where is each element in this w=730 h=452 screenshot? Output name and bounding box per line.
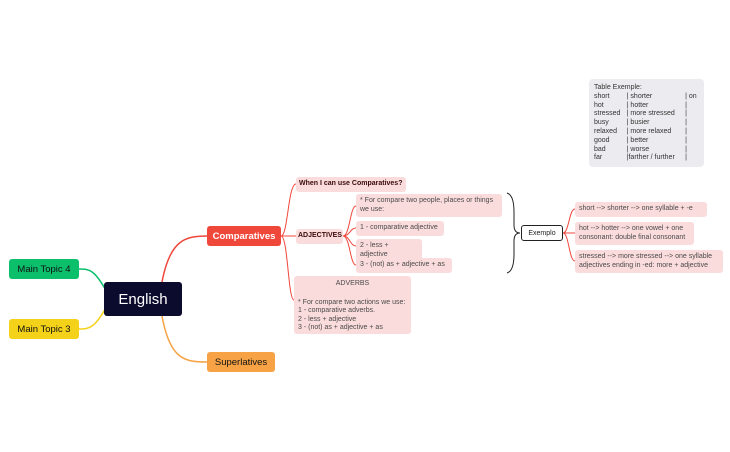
exemplo-item-2[interactable]: hot --> hotter --> one vowel + one conso… <box>575 222 694 245</box>
table-example-cell: | <box>685 119 687 127</box>
adverbs-line-4: 3 - (not) as + adjective + as <box>298 324 383 331</box>
link-superlatives <box>161 315 208 363</box>
link-adverbs <box>280 235 295 301</box>
table-example-cell: stressed <box>594 110 621 118</box>
adverbs-title: ADVERBS <box>335 280 370 287</box>
table-example-cell: | <box>685 145 687 153</box>
adjective-item-3-text: 2 - less + adjective <box>360 242 389 258</box>
exemplo-item-1[interactable]: short --> shorter --> one syllable + -e <box>575 202 707 217</box>
adjective-item-3[interactable]: 2 - less + adjective <box>356 239 422 262</box>
subtopic-when[interactable]: When I can use Comparatives? <box>296 177 406 192</box>
adjective-item-2-text: 1 - comparative adjective <box>360 224 438 231</box>
table-example-row: short | shorter | on <box>594 93 699 102</box>
main-topic-3[interactable]: Main Topic 3 <box>9 319 79 339</box>
adjective-item-1[interactable]: * For compare two people, places or thin… <box>356 194 502 217</box>
link-ex-item3 <box>562 232 576 262</box>
link-adj-item4 <box>342 235 357 266</box>
table-example-cell: bad <box>594 145 606 153</box>
table-example-row: stressed | more stressed | <box>594 110 699 119</box>
table-example-row: relaxed | more relaxed | <box>594 128 699 137</box>
table-example-cell: good <box>594 136 610 144</box>
main-topic-4[interactable]: Main Topic 4 <box>9 259 79 279</box>
adverbs-line-1: * For compare two actions we use: <box>298 298 406 306</box>
table-example-cell: | <box>685 110 687 118</box>
table-example-row: bad | worse | <box>594 146 699 155</box>
table-example-cell: busy <box>594 119 609 127</box>
table-example-cell: | better <box>626 136 649 144</box>
table-example-cell: | <box>685 127 687 135</box>
table-example-cell: | on <box>685 92 697 100</box>
table-example-cell: | worse <box>626 145 650 153</box>
table-example-cell: short <box>594 92 610 100</box>
table-example-cell: hot <box>594 101 604 109</box>
adverbs-line-2: 1 - comparative adverbs. <box>298 307 376 314</box>
table-example-cell: | shorter <box>626 92 653 100</box>
adjective-item-1-text: * For compare two people, places or thin… <box>360 197 494 213</box>
table-example-row: hot | hotter | <box>594 102 699 111</box>
exemplo-item-3[interactable]: stressed --> more stressed --> one sylla… <box>575 250 723 273</box>
central-topic-english[interactable]: English <box>104 282 182 316</box>
adjective-item-4-text: 3 - (not) as + adjective + as <box>360 261 445 268</box>
table-example-cell: | <box>685 101 687 109</box>
subtopic-when-label: When I can use Comparatives? <box>299 180 403 187</box>
table-example[interactable]: Table Exemple: short | shorter | on hot | ho… <box>589 79 704 167</box>
table-example-cell: | more stressed <box>626 110 675 118</box>
comparatives-label: Comparatives <box>212 230 276 242</box>
main-topic-3-label: Main Topic 3 <box>17 323 71 335</box>
table-example-cell: far <box>594 154 603 162</box>
table-example-row: busy | busier | <box>594 119 699 128</box>
subtopic-adjectives-label: ADJECTIVES <box>298 232 342 239</box>
link-ex-item1 <box>562 208 576 234</box>
topic-comparatives[interactable]: Comparatives <box>207 226 281 246</box>
exemplo-item-2-text: hot --> hotter --> one vowel + one conso… <box>579 225 686 241</box>
superlatives-label: Superlatives <box>214 356 268 368</box>
subtopic-adverbs[interactable]: ADVERBS * For compare two actions we use… <box>294 276 411 334</box>
table-example-cell: | <box>685 154 687 162</box>
summary-bracket <box>506 192 521 274</box>
table-example-cell: | more relaxed <box>626 127 672 135</box>
table-example-grid: short | shorter | on hot | hotter | stressed | … <box>594 93 699 163</box>
topic-superlatives[interactable]: Superlatives <box>207 352 275 372</box>
table-example-cell: | <box>685 136 687 144</box>
table-example-row: good | better | <box>594 137 699 146</box>
link-comparatives <box>161 235 208 283</box>
link-adj-item1 <box>342 205 357 237</box>
table-example-cell: | busier <box>626 119 650 127</box>
exemplo-item-3-text: stressed --> more stressed --> one sylla… <box>579 253 713 269</box>
table-example-cell: |farther / further <box>626 154 675 162</box>
table-example-row: far |farther / further | <box>594 154 699 163</box>
exemplo-label: Exemplo <box>528 229 556 237</box>
table-example-title: Table Exemple: <box>594 84 642 91</box>
central-topic-label: English <box>118 290 168 308</box>
table-example-cell: relaxed <box>594 127 617 135</box>
adverbs-line-3: 2 - less + adjective <box>298 315 357 323</box>
table-example-cell: | hotter <box>626 101 649 109</box>
exemplo-node[interactable]: Exemplo <box>521 225 563 241</box>
main-topic-4-label: Main Topic 4 <box>17 263 71 275</box>
exemplo-item-1-text: short --> shorter --> one syllable + -e <box>579 205 693 212</box>
subtopic-adjectives[interactable]: ADJECTIVES <box>296 229 343 244</box>
link-when <box>280 183 297 237</box>
adjective-item-4[interactable]: 3 - (not) as + adjective + as <box>356 258 452 273</box>
adjective-item-2[interactable]: 1 - comparative adjective <box>356 221 444 236</box>
